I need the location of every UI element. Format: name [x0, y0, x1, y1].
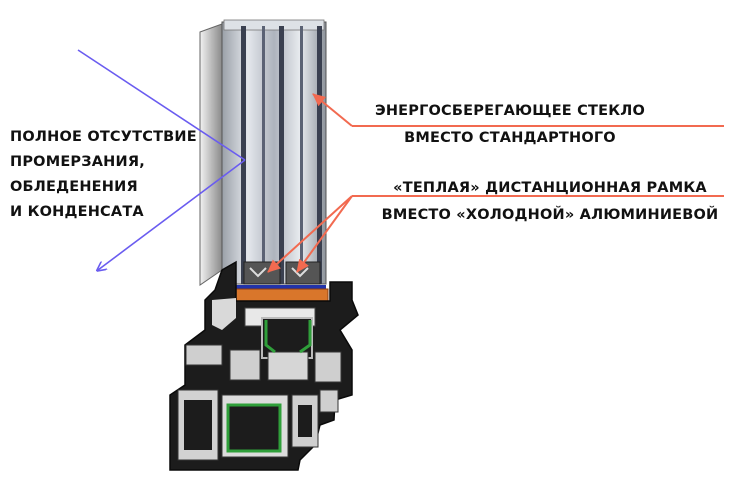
no-freezing-line-1: ПОЛНОЕ ОТСУТСТВИЕ	[10, 129, 197, 145]
no-freezing-label: ПОЛНОЕ ОТСУТСТВИЕ ПРОМЕРЗАНИЯ, ОБЛЕДЕНЕН…	[10, 125, 197, 225]
energy-glass-line-1: ЭНЕРГОСБЕРЕГАЮЩЕЕ СТЕКЛО	[374, 103, 646, 119]
energy-glass-label: ЭНЕРГОСБЕРЕГАЮЩЕЕ СТЕКЛО ВМЕСТО СТАНДАРТ…	[360, 101, 660, 151]
glass-unit	[221, 19, 327, 285]
no-freezing-line-4: И КОНДЕНСАТА	[10, 204, 144, 220]
no-freezing-line-3: ОБЛЕДЕНЕНИЯ	[10, 179, 138, 195]
energy-glass-callout-arrow	[312, 93, 724, 127]
warm-spacer-label: «ТЕПЛАЯ» ДИСТАНЦИОННАЯ РАМКА ВМЕСТО «ХОЛ…	[380, 176, 720, 228]
energy-glass-line-2: ВМЕСТО СТАНДАРТНОГО	[404, 130, 616, 146]
no-freezing-callout-arrow	[77, 49, 246, 270]
sash-edge	[199, 23, 223, 286]
no-freezing-line-2: ПРОМЕРЗАНИЯ,	[10, 154, 145, 170]
warm-spacer-callout-arrow	[267, 195, 724, 273]
warm-spacer-line-2: ВМЕСТО «ХОЛОДНОЙ» АЛЮМИНИЕВОЙ	[381, 207, 719, 223]
gaskets	[226, 320, 312, 453]
warm-spacer-line-1: «ТЕПЛАЯ» ДИСТАНЦИОННАЯ РАМКА	[393, 180, 707, 196]
